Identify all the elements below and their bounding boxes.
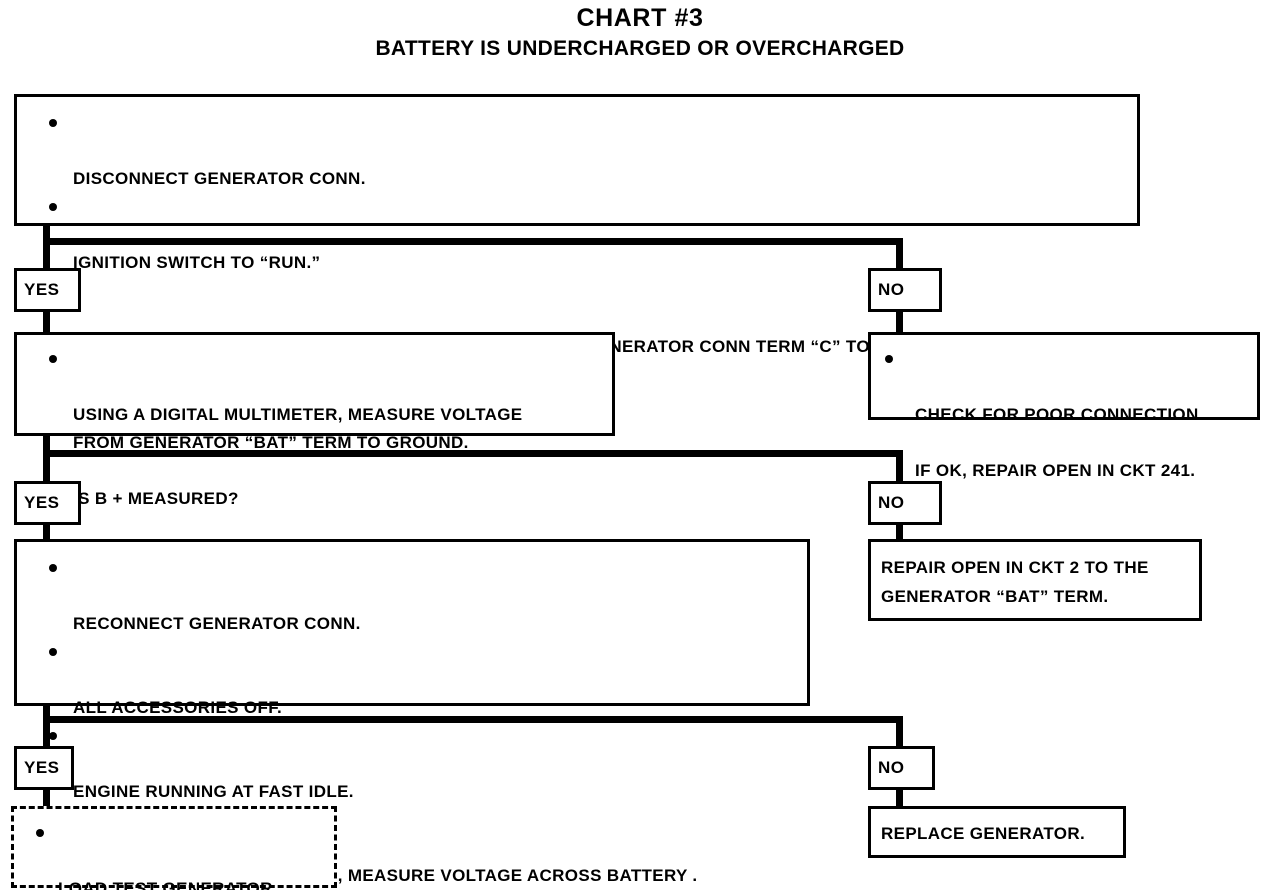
list-item: IGNITION SWITCH TO “RUN.” [29,193,1127,277]
connector-bus3-left-drop [43,716,50,748]
bullet-icon [49,203,57,211]
step2-no-result-text: REPAIR OPEN IN CKT 2 TO THE GENERATOR “B… [881,558,1149,606]
yes-label: YES [24,493,60,512]
list-item: CHECK FOR POOR CONNECTION. [871,345,1251,429]
no-box-2: NO [868,481,942,525]
connector-step2-stem [43,436,50,454]
connector-bus-2 [43,450,903,457]
bullet-icon [49,732,57,740]
list-item-text: IF OK, REPAIR OPEN IN CKT 241. [915,461,1196,480]
no-label: NO [878,493,905,512]
connector-no1-to-result [896,310,903,334]
yes-box-1: YES [14,268,81,312]
step3-yes-result-content: LOAD TEST GENERATOR. IF OK, REPLACE BATT… [14,809,334,890]
connector-step3-stem [43,706,50,724]
connector-bus-1 [43,238,903,245]
step1-no-result-content: CHECK FOR POOR CONNECTION. IF OK, REPAIR… [871,335,1257,493]
list-item: DISCONNECT GENERATOR CONN. [29,109,1127,193]
step2-no-result-content: REPAIR OPEN IN CKT 2 TO THE GENERATOR “B… [871,542,1199,619]
connector-yes3-to-result [43,788,50,808]
yes-label: YES [24,758,60,777]
bullet-icon [49,355,57,363]
step3-yes-bullet-list: LOAD TEST GENERATOR. IF OK, REPLACE BATT… [14,819,328,890]
list-item-text: ENGINE RUNNING AT FAST IDLE. [73,782,354,801]
connector-yes1-to-step2 [43,310,50,334]
bullet-icon [36,829,44,837]
step3-yes-result-box: LOAD TEST GENERATOR. IF OK, REPLACE BATT… [11,806,337,890]
step1-box: DISCONNECT GENERATOR CONN. IGNITION SWIT… [14,94,1140,412]
step1-no-result-box: CHECK FOR POOR CONNECTION. IF OK, REPAIR… [868,332,1260,480]
step2-box: USING A DIGITAL MULTIMETER, MEASURE VOLT… [14,332,615,508]
connector-step1-stem [43,226,50,244]
list-item-text: USING A DIGITAL MULTIMETER, MEASURE VOLT… [73,405,523,452]
bullet-icon [885,355,893,363]
step2-content: USING A DIGITAL MULTIMETER, MEASURE VOLT… [17,335,612,521]
step3-no-result-box: REPLACE GENERATOR. [868,806,1126,858]
no-label: NO [878,280,905,299]
connector-no3-to-result [896,788,903,808]
list-item-continuation: IS B + MEASURED? [29,457,602,513]
list-item-text: IS B + MEASURED? [73,489,239,508]
list-item: ENGINE RUNNING AT FAST IDLE. [29,722,797,806]
step3-box: RECONNECT GENERATOR CONN. ALL ACCESSORIE… [14,539,810,885]
no-label: NO [878,758,905,777]
connector-bus1-left-drop [43,238,50,272]
list-item-continuation: IF OK, REPAIR OPEN IN CKT 241. [871,429,1251,485]
bullet-icon [49,648,57,656]
list-item-text: CHECK FOR POOR CONNECTION. [915,405,1204,424]
no-box-1: NO [868,268,942,312]
chart-subtitle: BATTERY IS UNDERCHARGED OR OVERCHARGED [375,37,905,60]
list-item-text: RECONNECT GENERATOR CONN. [73,614,361,633]
list-item: USING A DIGITAL MULTIMETER, MEASURE VOLT… [29,345,602,457]
step2-bullet-list: USING A DIGITAL MULTIMETER, MEASURE VOLT… [29,345,602,513]
connector-no2-to-result [896,523,903,541]
connector-yes2-to-step3 [43,523,50,541]
list-item-text: DISCONNECT GENERATOR CONN. [73,169,366,188]
connector-bus1-right-drop [896,238,903,272]
list-item: LOAD TEST GENERATOR. [14,819,328,890]
yes-label: YES [24,280,60,299]
connector-bus2-left-drop [43,450,50,482]
no-box-3: NO [868,746,935,790]
list-item-text: LOAD TEST GENERATOR. [58,879,278,890]
connector-bus3-right-drop [896,716,903,748]
step3-no-result-text: REPLACE GENERATOR. [881,824,1086,843]
list-item-text: ALL ACCESSORIES OFF. [73,698,283,717]
step3-no-result-content: REPLACE GENERATOR. [871,809,1123,856]
step1-no-bullet-list: CHECK FOR POOR CONNECTION. IF OK, REPAIR… [871,345,1251,485]
list-item: RECONNECT GENERATOR CONN. [29,554,797,638]
bullet-icon [49,119,57,127]
list-item: ALL ACCESSORIES OFF. [29,638,797,722]
connector-bus2-right-drop [896,450,903,482]
connector-bus-3 [43,716,903,723]
yes-box-2: YES [14,481,81,525]
list-item-text: IGNITION SWITCH TO “RUN.” [73,253,321,272]
bullet-icon [49,564,57,572]
step2-no-result-box: REPAIR OPEN IN CKT 2 TO THE GENERATOR “B… [868,539,1202,621]
yes-box-3: YES [14,746,74,790]
chart-title: CHART #3 [576,4,704,32]
